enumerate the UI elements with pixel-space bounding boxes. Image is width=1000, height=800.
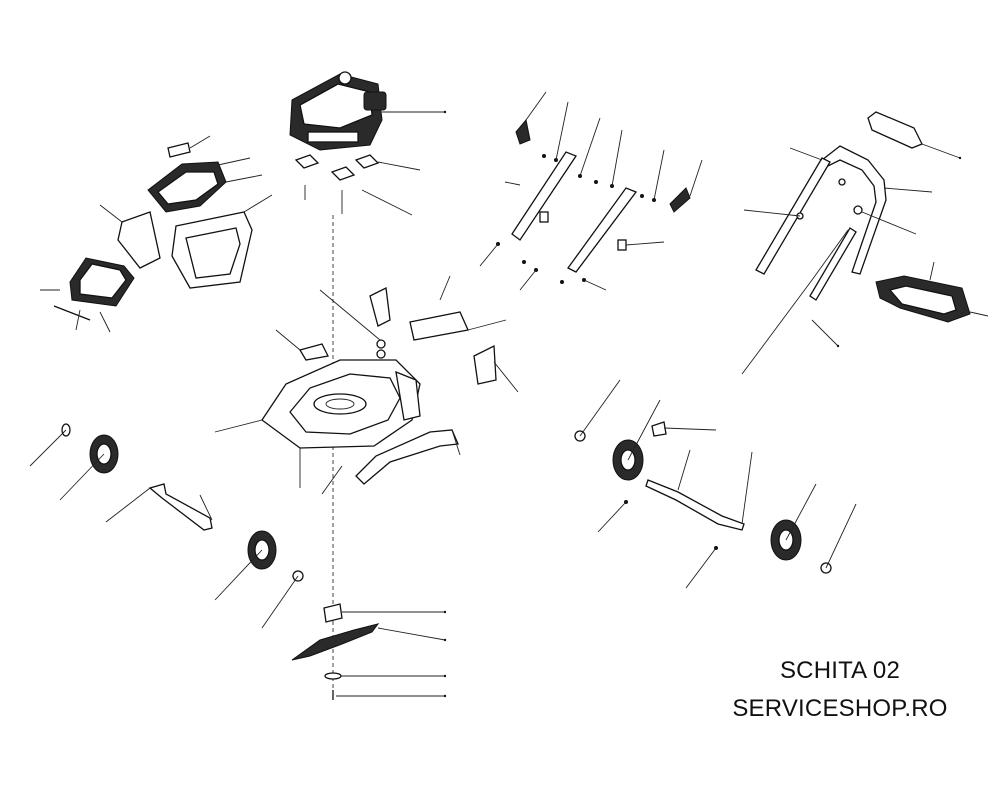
rear-wheel-assembly — [574, 379, 857, 589]
leader-end-marks — [443, 110, 962, 698]
deck-brackets — [275, 275, 519, 393]
upper-handle-assembly — [741, 111, 989, 375]
mower-deck — [214, 359, 461, 495]
front-wheel-left-assembly — [29, 423, 304, 629]
bag-cover-assembly — [99, 135, 273, 289]
rear-flap — [40, 257, 135, 333]
site-watermark: SERVICESHOP.RO — [732, 695, 948, 722]
engine-gaskets — [294, 154, 421, 216]
lower-handle-assembly — [479, 91, 703, 291]
blade-assembly — [291, 603, 446, 700]
diagram-title: SCHITA 02 — [779, 657, 901, 684]
engine-assembly — [289, 71, 445, 151]
